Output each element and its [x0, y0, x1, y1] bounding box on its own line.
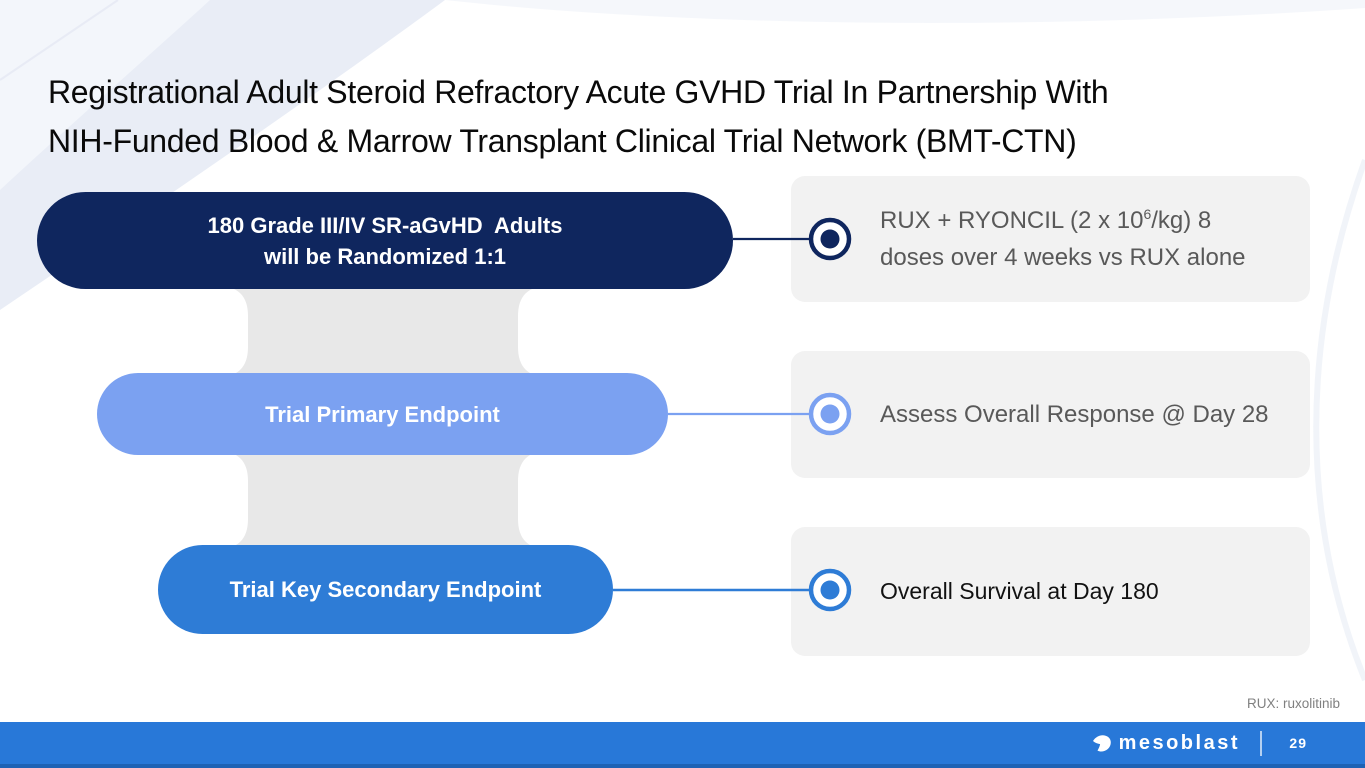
- pill-key-secondary-endpoint: Trial Key Secondary Endpoint: [158, 545, 613, 634]
- treatment-line1-pre: RUX + RYONCIL (2 x 10: [880, 207, 1144, 234]
- brand-lockup: mesoblast: [1091, 722, 1240, 764]
- treatment-line2: doses over 4 weeks vs RUX alone: [880, 244, 1246, 271]
- treatment-exponent: 6: [1143, 206, 1152, 222]
- footnote: RUX: ruxolitinib: [1246, 696, 1340, 711]
- page-number: 29: [1289, 735, 1307, 751]
- bullseye-icon-row2: [808, 392, 852, 436]
- detail-box-treatment: RUX + RYONCIL (2 x 106/kg) 8 doses over …: [791, 176, 1310, 302]
- detail-box-secondary-endpoint-text: Overall Survival at Day 180: [880, 578, 1159, 604]
- mesoblast-logo-icon: [1092, 734, 1111, 751]
- pill-primary-endpoint-label: Trial Primary Endpoint: [265, 401, 500, 427]
- bullseye-icon-row1: [808, 217, 852, 261]
- brand-name: mesoblast: [1118, 731, 1240, 754]
- bullseye-icon-row3: [808, 568, 852, 612]
- detail-box-primary-endpoint-text: Assess Overall Response @ Day 28: [880, 401, 1269, 428]
- detail-box-secondary-endpoint: Overall Survival at Day 180: [791, 527, 1310, 656]
- spool-segment-bottom: [218, 451, 548, 549]
- slide-title-line2: NIH-Funded Blood & Marrow Transplant Cli…: [48, 123, 1077, 159]
- pill-primary-endpoint: Trial Primary Endpoint: [97, 373, 668, 455]
- slide-title-line1: Registrational Adult Steroid Refractory …: [48, 74, 1109, 110]
- footer-bar: mesoblast 29: [0, 722, 1365, 768]
- detail-box-treatment-text: RUX + RYONCIL (2 x 106/kg) 8 doses over …: [791, 202, 1246, 276]
- detail-box-primary-endpoint: Assess Overall Response @ Day 28: [791, 351, 1310, 478]
- treatment-line1-post: /kg) 8: [1151, 207, 1212, 234]
- pill-key-secondary-endpoint-label: Trial Key Secondary Endpoint: [229, 577, 542, 602]
- slide-title: Registrational Adult Steroid Refractory …: [48, 68, 1348, 166]
- footer-divider: [1260, 731, 1262, 756]
